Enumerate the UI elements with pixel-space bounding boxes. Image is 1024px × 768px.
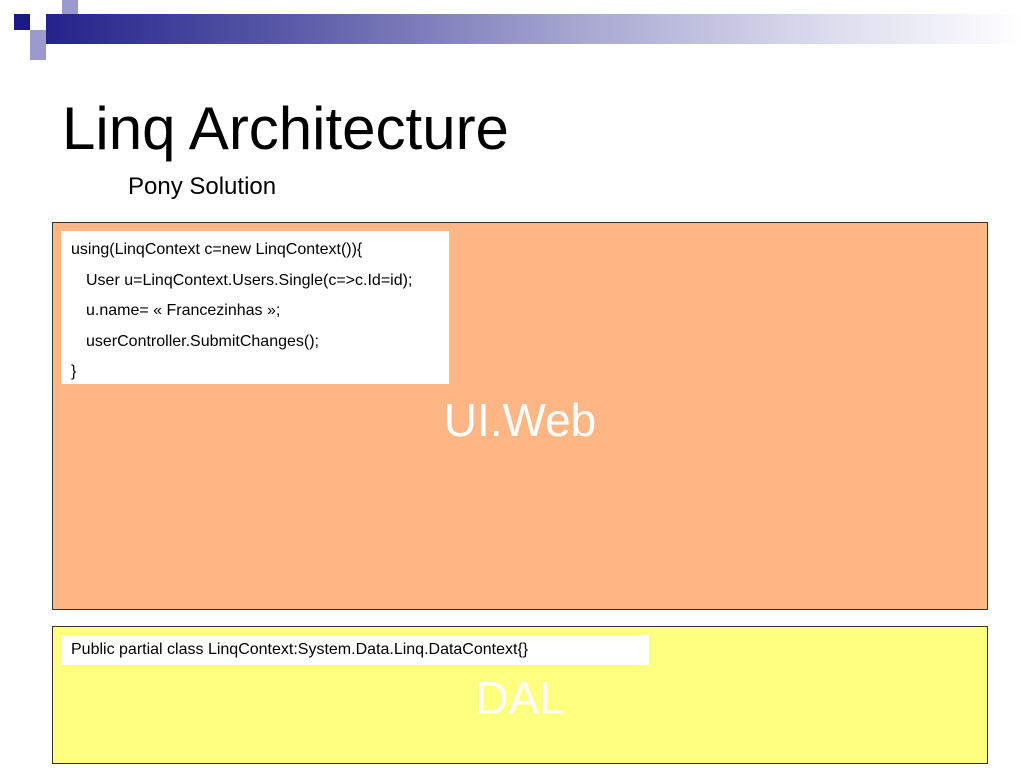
code-line: } bbox=[71, 363, 77, 380]
code-line: userController.SubmitChanges(); bbox=[86, 332, 319, 350]
code-line: using(LinqContext c=new LinqContext()){ bbox=[71, 241, 363, 258]
dal-layer-label: DAL bbox=[475, 672, 565, 724]
web-code-snippet: using(LinqContext c=new LinqContext()){ … bbox=[61, 231, 449, 384]
code-line: User u=LinqContext.Users.Single(c=>c.Id=… bbox=[86, 271, 413, 289]
deco-square-lavender-2 bbox=[62, 0, 78, 14]
deco-square-navy-1 bbox=[14, 14, 30, 30]
slide-title: Linq Architecture bbox=[62, 95, 509, 162]
dal-layer-box: Public partial class LinqContext:System.… bbox=[52, 626, 988, 764]
slide-subtitle: Pony Solution bbox=[128, 173, 277, 200]
code-line: u.name= « Francezinhas »; bbox=[86, 302, 281, 319]
ui-web-layer-label: UI.Web bbox=[443, 394, 597, 446]
deco-square-lavender-3 bbox=[30, 46, 46, 60]
ui-web-layer-box: using(LinqContext c=new LinqContext()){ … bbox=[52, 222, 988, 610]
dal-code-snippet: Public partial class LinqContext:System.… bbox=[61, 635, 649, 665]
header-gradient-bar bbox=[46, 14, 1024, 44]
deco-square-lavender-1 bbox=[30, 30, 46, 46]
